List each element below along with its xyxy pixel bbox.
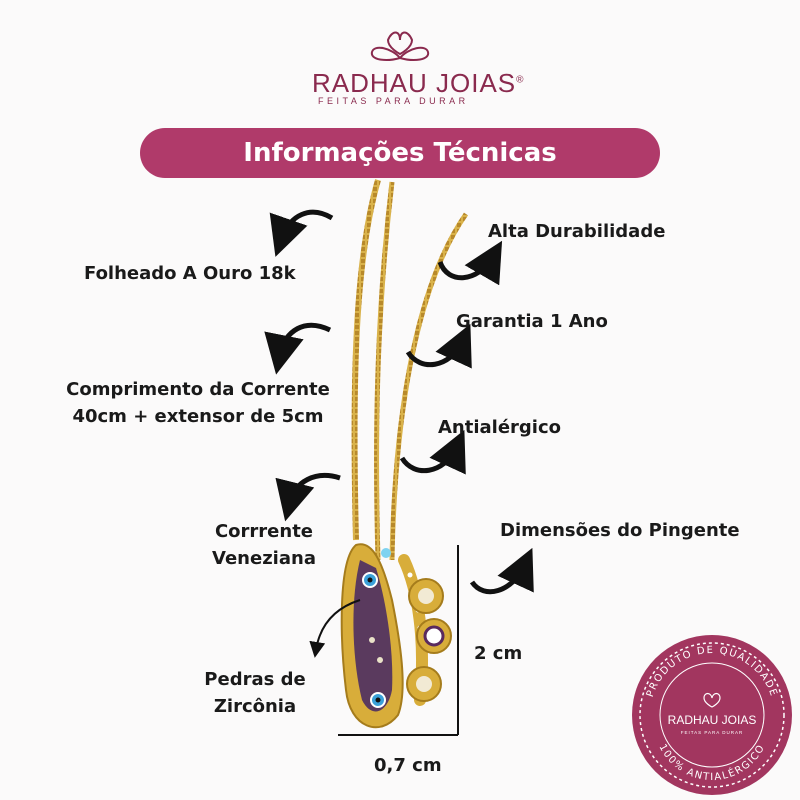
title-banner: Informações Técnicas bbox=[140, 128, 660, 178]
chain-left-inner bbox=[374, 181, 395, 561]
label-stones-line2: Zircônia bbox=[213, 696, 297, 717]
banner-title: Informações Técnicas bbox=[243, 138, 557, 168]
arrow-warranty bbox=[405, 323, 472, 369]
arrow-plating bbox=[269, 209, 334, 257]
label-chain-type-line1: Corrrente bbox=[214, 521, 314, 542]
label-hypoallergenic: Antialérgico bbox=[438, 417, 562, 438]
arrow-stones bbox=[309, 599, 361, 658]
arrow-hypoallergenic bbox=[399, 429, 466, 475]
brand-tagline: FEITAS PARA DURAR bbox=[318, 96, 469, 106]
label-chain-length-line1: Comprimento da Corrente bbox=[66, 379, 330, 400]
dimension-height: 2 cm bbox=[474, 643, 523, 664]
label-stones-line1: Pedras de bbox=[204, 669, 306, 690]
label-chain-type-line2: Veneziana bbox=[212, 548, 316, 569]
arrow-dimensions bbox=[469, 547, 534, 595]
label-durability: Alta Durabilidade bbox=[488, 221, 666, 242]
dimension-width: 0,7 cm bbox=[374, 755, 442, 776]
label-plating: Folheado A Ouro 18k bbox=[84, 263, 296, 284]
arrow-chain-type bbox=[275, 473, 341, 522]
label-stones: Pedras de Zircônia bbox=[190, 666, 320, 720]
brand-name: RADHAU JOIAS® bbox=[312, 68, 525, 98]
label-chain-length-line2: 40cm + extensor de 5cm bbox=[72, 406, 324, 427]
registered-mark: ® bbox=[516, 74, 525, 86]
label-pendant-dimensions: Dimensões do Pingente bbox=[500, 520, 740, 541]
label-warranty: Garantia 1 Ano bbox=[456, 311, 608, 332]
label-chain-length: Comprimento da Corrente 40cm + extensor … bbox=[50, 376, 346, 430]
label-chain-type: Corrrente Veneziana bbox=[196, 518, 332, 572]
arrow-durability bbox=[437, 240, 503, 286]
arrow-chain-length bbox=[264, 322, 332, 375]
chain-left bbox=[351, 179, 381, 541]
chain-right bbox=[389, 212, 469, 561]
